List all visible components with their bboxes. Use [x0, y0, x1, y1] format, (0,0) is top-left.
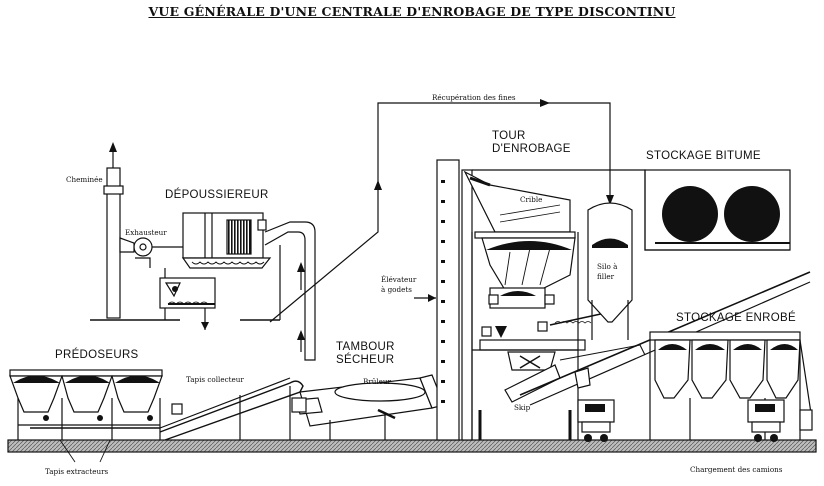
hot-mix-storage — [519, 271, 813, 440]
label-bitumen-storage: STOCKAGE BITUME — [646, 150, 761, 162]
diagram-title: VUE GÉNÉRALE D'UNE CENTRALE D'ENROBAGE D… — [148, 4, 676, 19]
label-skip: Skip — [514, 403, 531, 412]
exhauster — [119, 237, 183, 268]
tower-base — [559, 344, 646, 389]
ground — [7, 439, 817, 453]
fines-recovery-line — [269, 99, 614, 323]
label-extractor-belts: Tapis extracteurs — [45, 467, 109, 476]
bitumen-storage — [472, 169, 791, 251]
trucks — [577, 399, 785, 442]
label-burner: Brûleur — [363, 377, 391, 386]
label-collector-belt: Tapis collecteur — [186, 375, 244, 384]
label-elevator-line2: à godets — [381, 285, 412, 294]
label-truck-loading: Chargement des camions — [690, 465, 783, 474]
label-screen: Crible — [520, 195, 543, 204]
label-dryer-line1: TAMBOUR — [336, 341, 395, 353]
label-tower-line1: TOUR — [492, 130, 526, 142]
collector-belt — [30, 377, 304, 463]
label-dryer-line2: SÉCHEUR — [336, 354, 395, 366]
dryer-drum — [291, 374, 445, 440]
exhaust-duct — [264, 221, 316, 361]
label-tower-line2: D'ENROBAGE — [492, 143, 571, 155]
filler-silo — [587, 202, 633, 340]
label-hot-mix-storage: STOCKAGE ENROBÉ — [676, 312, 796, 324]
label-silo-line2: filler — [597, 272, 615, 281]
label-fines-recovery: Récupération des fines — [432, 93, 516, 102]
label-exhauster: Exhausteur — [125, 228, 167, 237]
dust-collector — [159, 212, 281, 330]
mixing-tower — [414, 159, 611, 441]
label-silo-line1: Silo à — [597, 262, 618, 271]
predosers — [9, 369, 183, 440]
label-elevator-line1: Élévateur — [381, 275, 417, 284]
label-dust-collector: DÉPOUSSIEREUR — [165, 189, 269, 201]
label-predosers: PRÉDOSEURS — [55, 349, 139, 361]
label-chimney: Cheminée — [66, 175, 103, 184]
